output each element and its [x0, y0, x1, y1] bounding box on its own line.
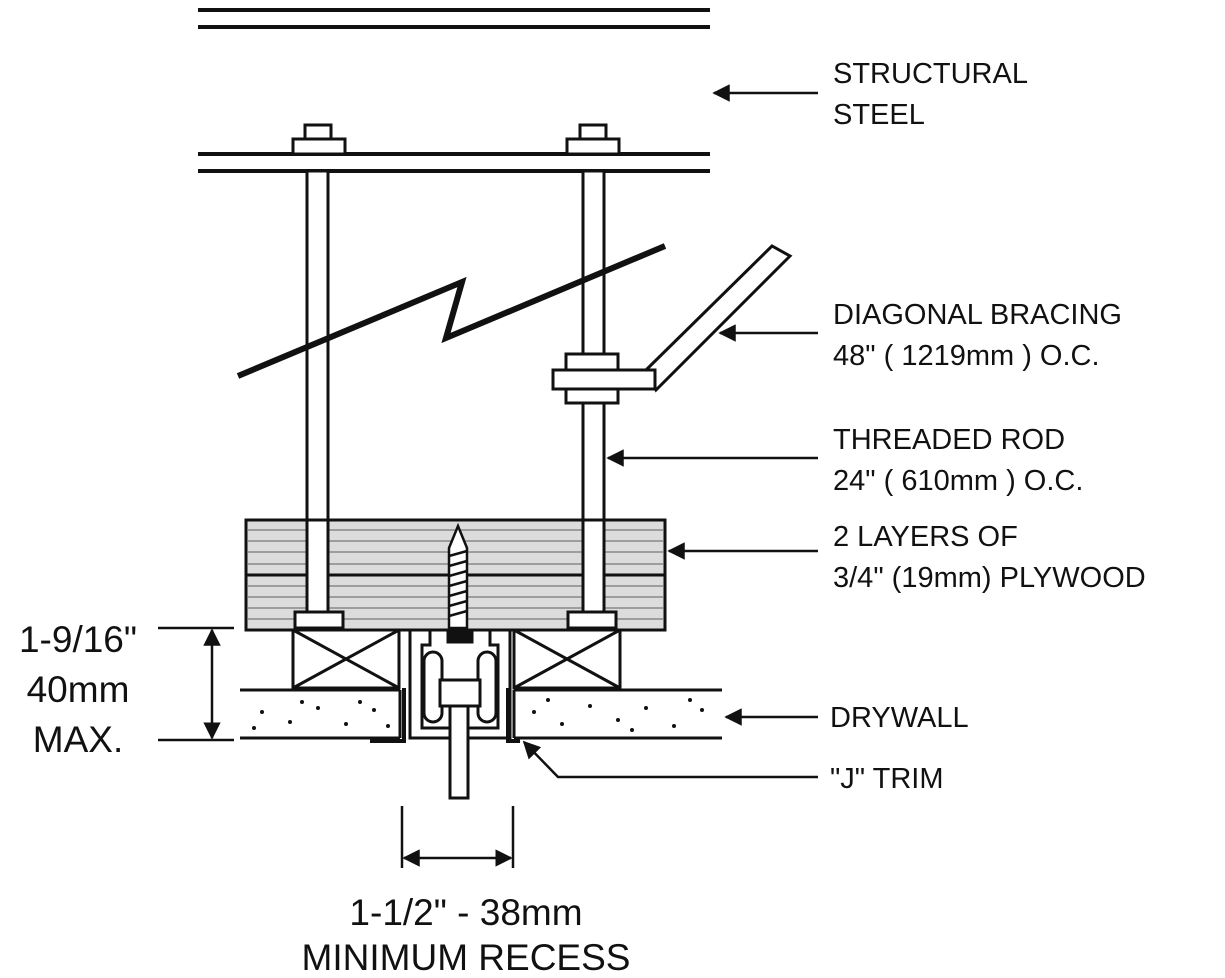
- top-nuts: [291, 123, 621, 156]
- dim-recess-label: MINIMUM RECESS: [302, 937, 631, 978]
- wood-blocking: [291, 628, 622, 690]
- dim-depth-max: MAX.: [33, 719, 123, 760]
- structural-steel: [198, 8, 710, 173]
- leader-lines: [522, 84, 818, 779]
- screw: [447, 522, 469, 630]
- label-diagonal-bracing-2: 48" ( 1219mm ) O.C.: [833, 340, 1100, 372]
- bottom-nuts: [293, 610, 618, 630]
- leader-j-trim: [522, 740, 818, 779]
- label-drywall: DRYWALL: [830, 702, 969, 734]
- dim-depth-inches: 1-9/16": [19, 619, 137, 660]
- break-line: [236, 243, 667, 379]
- label-structural-steel-1: STRUCTURAL: [833, 58, 1028, 90]
- dim-depth-mm: 40mm: [27, 669, 130, 710]
- depth-dimension: [158, 626, 234, 742]
- label-threaded-rod-2: 24" ( 610mm ) O.C.: [833, 465, 1083, 497]
- label-structural-steel-2: STEEL: [833, 99, 925, 131]
- dim-recess-size: 1-1/2" - 38mm: [349, 892, 582, 933]
- j-trim: [370, 688, 520, 743]
- label-j-trim: "J" TRIM: [830, 763, 944, 795]
- label-threaded-rod-1: THREADED ROD: [833, 424, 1065, 456]
- diagonal-bracing: [551, 244, 793, 405]
- drywall: [240, 688, 722, 740]
- label-plywood-2: 3/4" (19mm) PLYWOOD: [833, 562, 1146, 594]
- recess-track: [408, 628, 512, 800]
- label-plywood-1: 2 LAYERS OF: [833, 521, 1018, 553]
- recess-dimension: [400, 806, 515, 868]
- label-diagonal-bracing-1: DIAGONAL BRACING: [833, 299, 1122, 331]
